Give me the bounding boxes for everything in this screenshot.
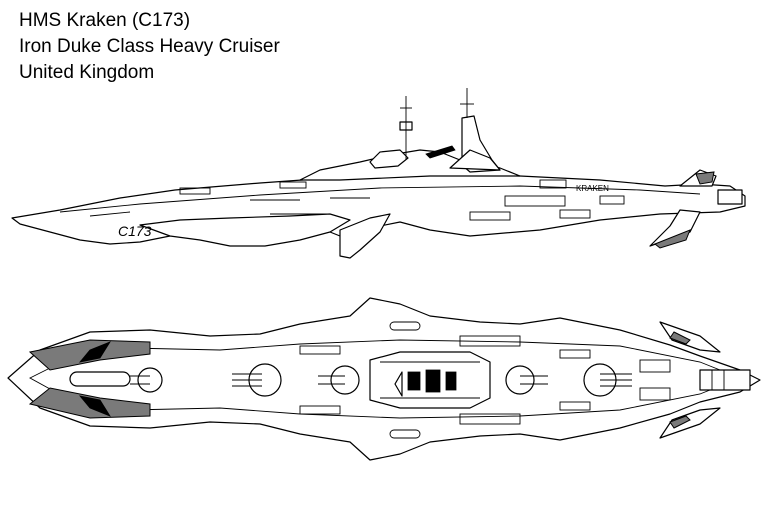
plan-bow-stripes	[28, 339, 151, 419]
plan-deck-details	[299, 321, 671, 439]
hull-number-marking: C173	[118, 223, 152, 239]
ship-nation-subtitle: United Kingdom	[19, 62, 155, 83]
ship-class-subtitle: Iron Duke Class Heavy Cruiser	[19, 36, 280, 57]
profile-stern-fins	[649, 169, 743, 249]
plan-stern-fins	[659, 321, 751, 439]
side-profile-view: C173 KRAKEN	[11, 88, 746, 259]
title-block: HMS Kraken (C173) Iron Duke Class Heavy …	[19, 8, 280, 86]
profile-hull	[11, 171, 746, 259]
plan-turrets	[130, 363, 632, 397]
ship-name-marking: KRAKEN	[576, 184, 609, 193]
profile-superstructure	[299, 88, 521, 181]
ship-name-title: HMS Kraken (C173)	[19, 10, 191, 31]
plan-central-deck	[369, 351, 491, 409]
profile-hull-details	[89, 179, 625, 221]
